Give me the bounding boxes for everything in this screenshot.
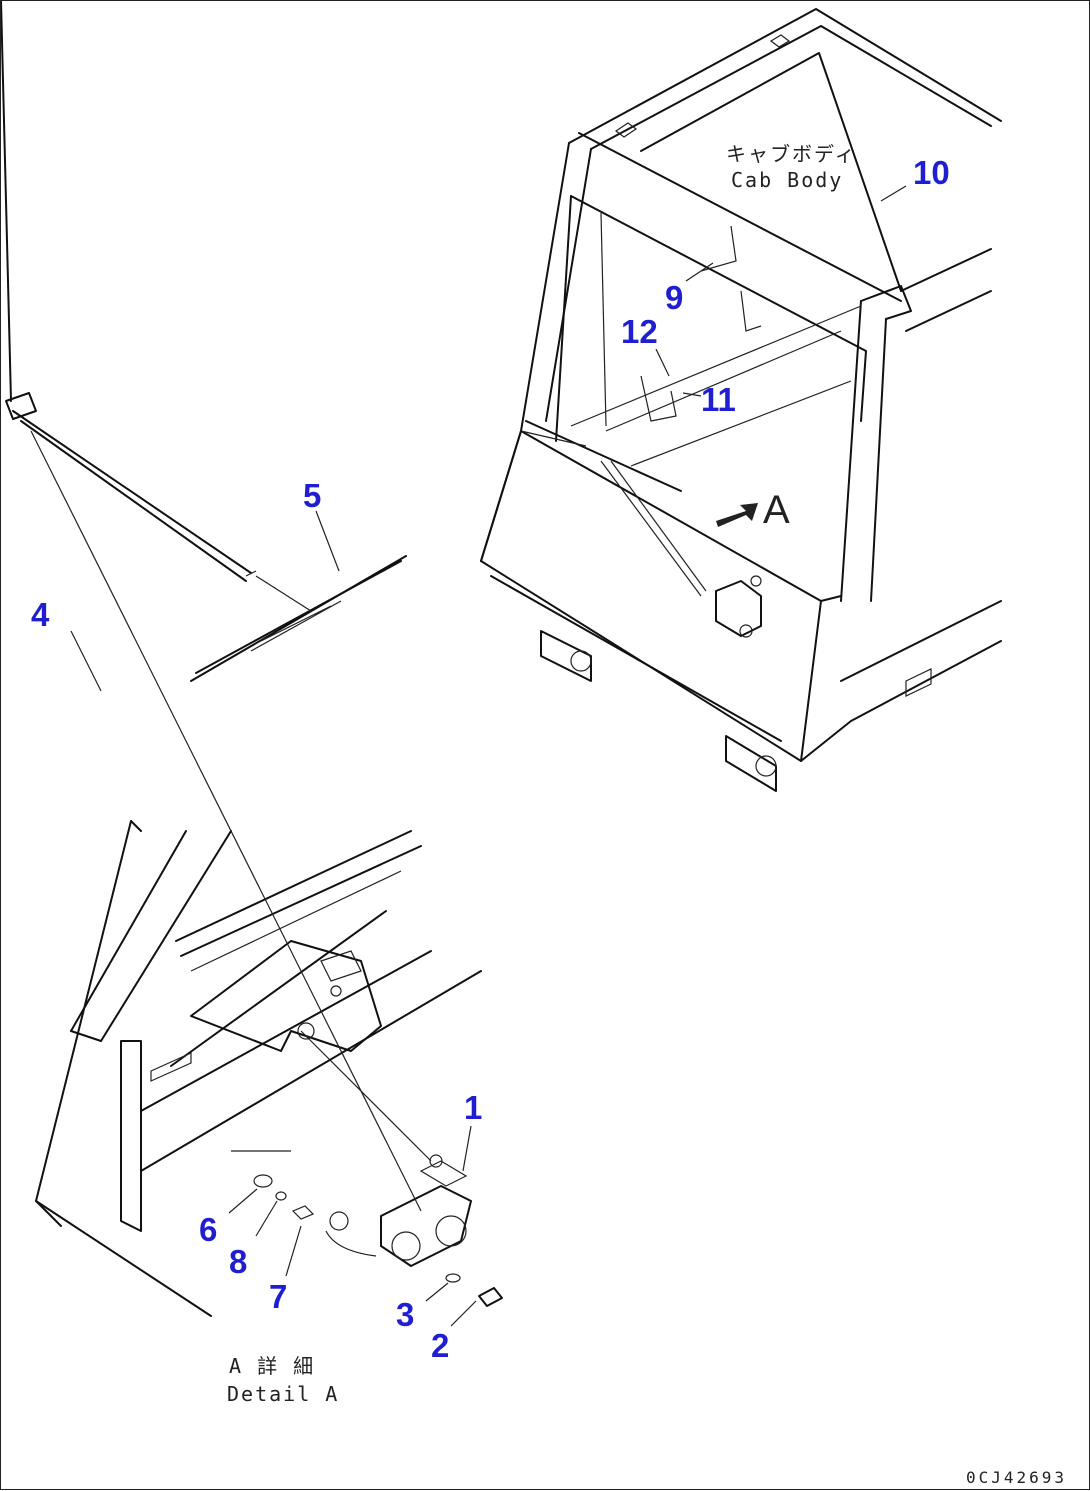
- cab-body-drawing: [480, 8, 1002, 792]
- callout-2: 2: [431, 1327, 449, 1364]
- leader-lines: [70, 185, 907, 1327]
- callout-10: 10: [913, 154, 950, 191]
- callout-4: 4: [31, 596, 50, 633]
- callouts: 1 2 3 4 5 6 7 8 9 10 11 12: [31, 154, 950, 1364]
- callout-5: 5: [303, 477, 321, 514]
- wiper-blade-drawing: [190, 555, 407, 682]
- view-marker: A: [763, 488, 790, 532]
- callout-12: 12: [621, 313, 658, 350]
- cab-body-label-jp: キャブボディ: [726, 142, 857, 166]
- detail-a-drawing: [30, 430, 503, 1317]
- callout-6: 6: [199, 1211, 217, 1248]
- callout-3: 3: [396, 1296, 414, 1333]
- cab-body-label-en: Cab Body: [731, 168, 843, 192]
- drawing-code: 0CJ42693: [966, 1468, 1067, 1487]
- callout-11: 11: [701, 381, 736, 418]
- callout-7: 7: [269, 1278, 287, 1315]
- wiper-arm-drawing: [1, 1, 257, 582]
- callout-1: 1: [464, 1089, 482, 1126]
- detail-label-en: Detail A: [227, 1382, 339, 1406]
- callout-8: 8: [229, 1243, 247, 1280]
- callout-9: 9: [665, 279, 683, 316]
- detail-label-jp: A 詳 細: [229, 1354, 315, 1378]
